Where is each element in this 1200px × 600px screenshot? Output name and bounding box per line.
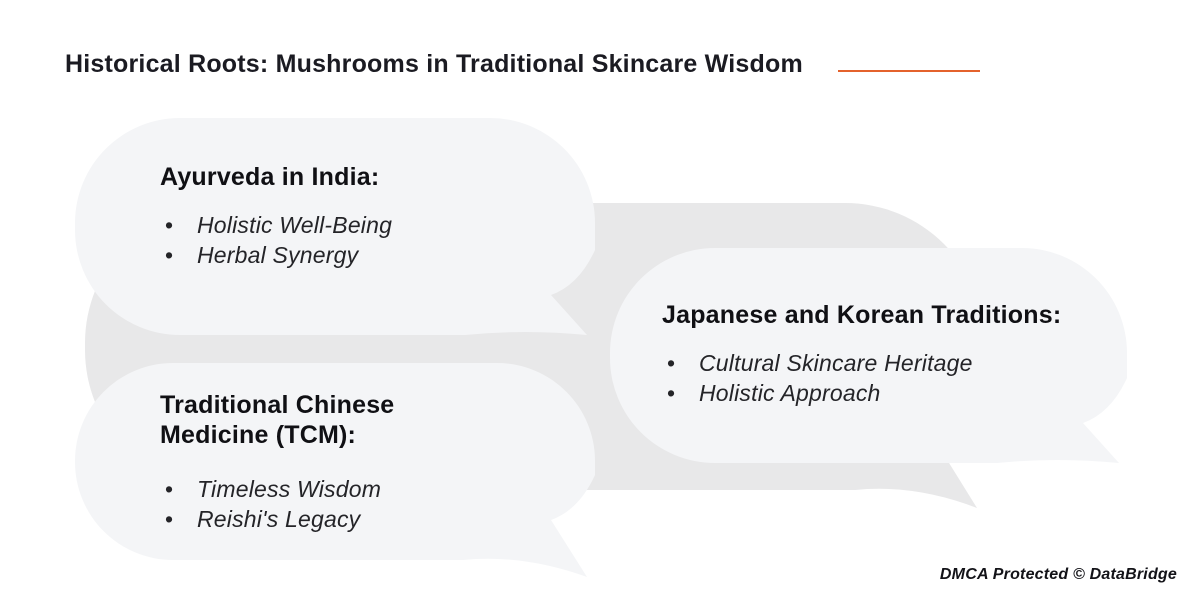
bullet-item: Herbal Synergy: [160, 240, 570, 270]
title-underline: [838, 70, 980, 72]
bullet-item: Reishi's Legacy: [160, 504, 460, 534]
page-title: Historical Roots: Mushrooms in Tradition…: [65, 50, 803, 78]
bullet-item: Cultural Skincare Heritage: [662, 348, 1102, 378]
card-tcm: Traditional Chinese Medicine (TCM): Time…: [160, 390, 460, 534]
card-heading: Japanese and Korean Traditions:: [662, 301, 1062, 329]
card-japan-korea: Japanese and Korean Traditions: Cultural…: [662, 300, 1102, 408]
bullet-list: Cultural Skincare Heritage Holistic Appr…: [662, 348, 1102, 408]
bullet-list: Timeless Wisdom Reishi's Legacy: [160, 474, 460, 534]
card-heading: Ayurveda in India:: [160, 163, 380, 191]
bullet-item: Holistic Well-Being: [160, 210, 570, 240]
card-heading: Traditional Chinese Medicine (TCM):: [160, 391, 395, 449]
bullet-item: Holistic Approach: [662, 378, 1102, 408]
watermark-text: DMCA Protected © DataBridge: [939, 566, 1177, 583]
bullet-item: Timeless Wisdom: [160, 474, 460, 504]
bullet-list: Holistic Well-Being Herbal Synergy: [160, 210, 570, 270]
card-ayurveda: Ayurveda in India: Holistic Well-Being H…: [160, 162, 570, 270]
